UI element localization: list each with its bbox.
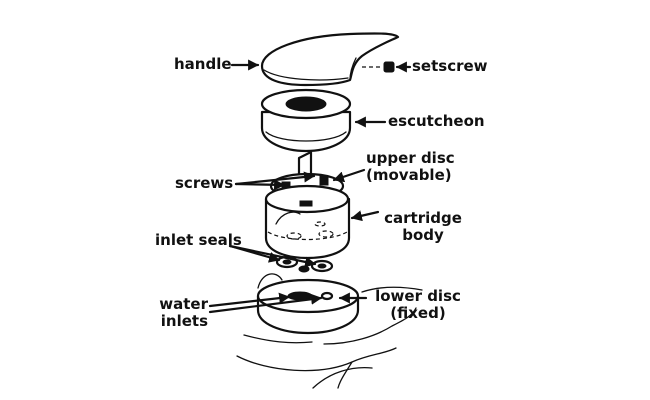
water-inlets-leader-1 [208,292,291,308]
label-water-inlets-line2: inlets [160,312,208,330]
label-screws: screws [175,174,234,192]
sink-outline [236,286,423,389]
label-lower-disc: lower disc (fixed) [366,288,470,322]
label-upper-disc-line1: upper disc [366,149,455,167]
cartridge-leader [350,210,380,222]
label-escutcheon: escutcheon [388,112,485,130]
label-handle: handle [174,55,232,73]
label-setscrew: setscrew [412,57,488,75]
label-cartridge-line1: cartridge [384,209,462,227]
lower-disc-part [256,273,360,335]
label-upper-disc: upper disc (movable) [366,150,455,184]
setscrew-part [362,61,395,73]
handle-part [260,32,400,87]
label-inlet-seals: inlet seals [155,231,242,249]
water-inlets-leader-2 [208,293,323,314]
label-cartridge-line2: body [402,226,444,244]
inlet-seals-part [275,255,334,273]
upper-disc-leader [332,168,366,183]
label-cartridge-body: cartridge body [378,210,468,244]
cartridge-part [264,150,351,260]
inlet-seals-leader-2 [228,244,317,268]
label-water-inlets: water inlets [150,296,208,330]
label-upper-disc-line2: (movable) [366,166,452,184]
escutcheon-part [260,88,352,153]
leader-lines [208,59,412,314]
label-water-inlets-line1: water [159,295,208,313]
label-lower-disc-line2: (fixed) [390,304,446,322]
screws-leader-2 [234,171,316,186]
label-lower-disc-line1: lower disc [375,287,461,305]
